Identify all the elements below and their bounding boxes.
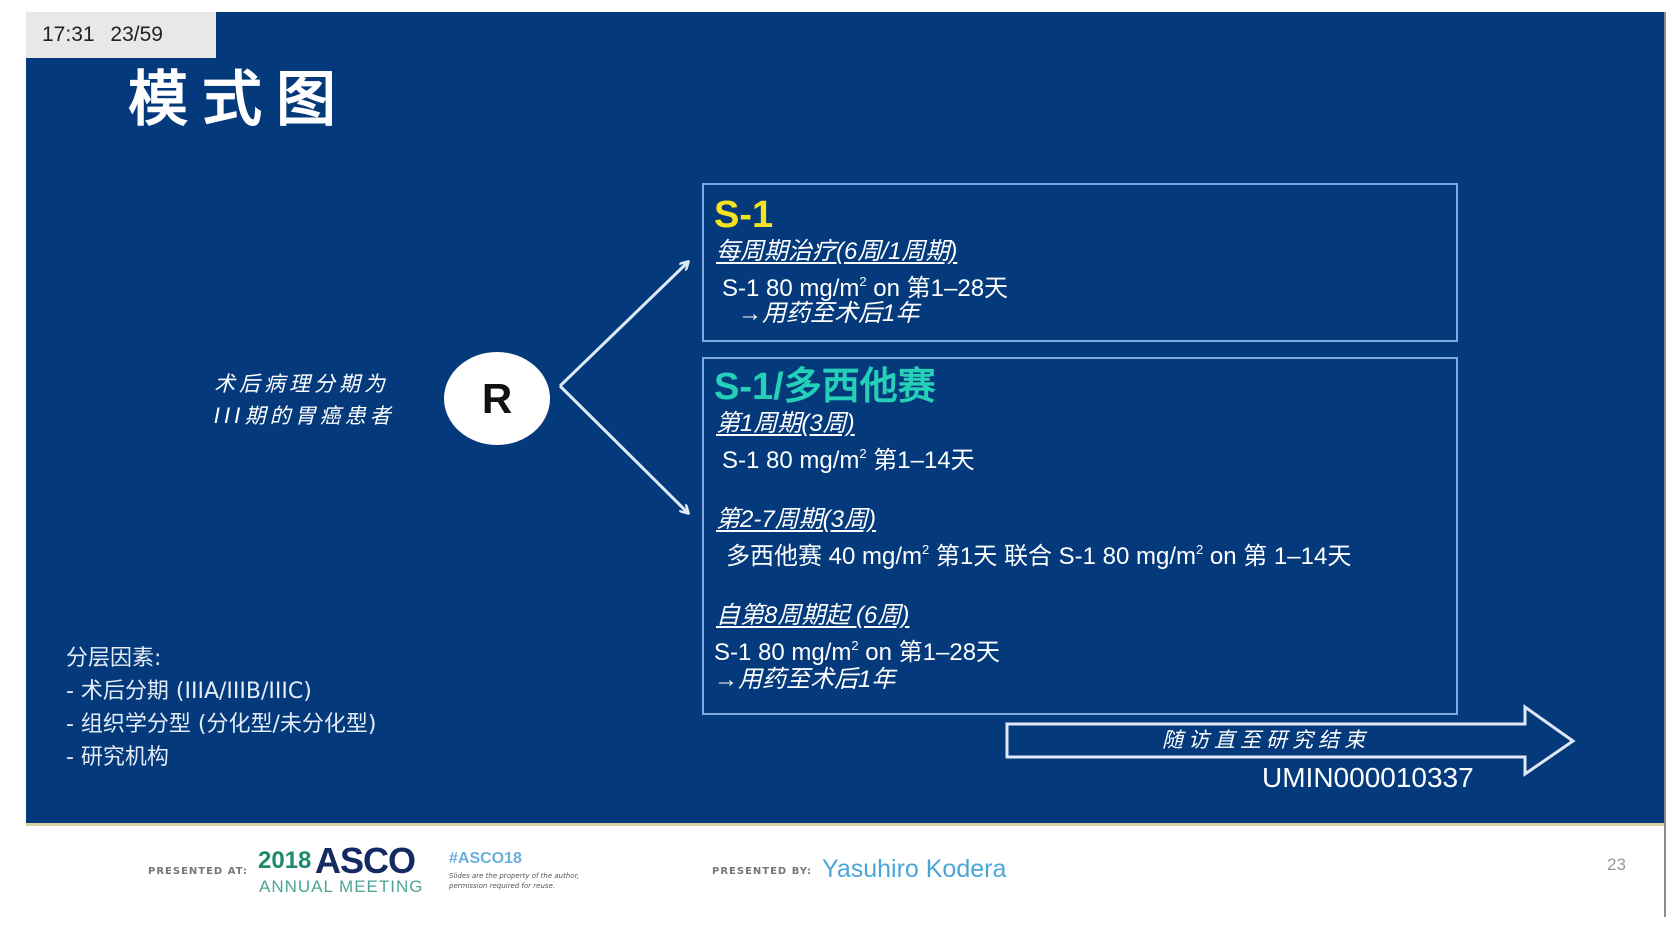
- stratification-item: - 研究机构: [66, 745, 169, 770]
- s1-arm-schedule: 每周期治疗(6周/1周期): [716, 238, 958, 265]
- slide-title: 模式图: [128, 65, 350, 135]
- meeting-hashtag: #ASCO18: [449, 850, 522, 867]
- stratification-item: - 组织学分型 (分化型/未分化型): [66, 712, 377, 737]
- copyright-disclaimer: Slides are the property of the author, p…: [449, 872, 580, 890]
- docetaxel-arm-heading: S-1/多西他赛: [714, 366, 936, 408]
- presented-at-label: PRESENTED AT:: [148, 866, 248, 877]
- s1-arm-dose: S-1 80 mg/m2 on 第1–28天: [722, 274, 1009, 302]
- cycle8-dose: S-1 80 mg/m2 on 第1–28天: [714, 638, 1001, 666]
- docetaxel-arm-box: S-1/多西他赛 第1周期(3周) S-1 80 mg/m2 第1–14天 第2…: [702, 357, 1458, 715]
- asco-logo-year: 2018: [258, 847, 312, 874]
- stratification-title: 分层因素:: [66, 646, 162, 671]
- slide-bottom-rule: [26, 823, 1664, 826]
- status-time: 17:31: [42, 23, 95, 46]
- patient-line-1: 术后病理分期为: [214, 372, 389, 396]
- follow-up-arrow-icon: [1005, 704, 1576, 777]
- cycle8-label: 自第8周期起 (6周): [716, 602, 910, 629]
- asco-logo-subtitle: ANNUAL MEETING: [259, 877, 424, 896]
- s1-arm-box: S-1 每周期治疗(6周/1周期) S-1 80 mg/m2 on 第1–28天…: [702, 183, 1458, 342]
- page-number: 23: [1607, 855, 1626, 874]
- trial-registration-id: UMIN000010337: [1262, 762, 1474, 793]
- cycle1-label: 第1周期(3周): [716, 410, 855, 437]
- patient-line-2: III期的胃癌患者: [214, 404, 395, 428]
- cycle2-7-label: 第2-7周期(3周): [716, 506, 877, 533]
- patient-population: 术后病理分期为 III期的胃癌患者: [214, 368, 395, 432]
- follow-up-label: 随访直至研究结束: [1162, 728, 1370, 752]
- arrow-to-s1-arm: [558, 262, 688, 388]
- stratification-item: - 术后分期 (IIIA/IIIB/IIIC): [66, 679, 312, 704]
- s1-arm-duration: →用药至术后1年: [738, 300, 920, 327]
- arrow-to-docetaxel-arm: [558, 384, 688, 513]
- slide-background: [26, 12, 1664, 823]
- slide-counter: 23/59: [110, 23, 163, 46]
- presented-by-label: PRESENTED BY:: [712, 866, 813, 877]
- randomization-label: R: [481, 374, 513, 422]
- stratification-factors: 分层因素: - 术后分期 (IIIA/IIIB/IIIC) - 组织学分型 (分…: [66, 642, 377, 774]
- status-bar: 17:31 23/59: [26, 12, 216, 58]
- cycle2-7-dose: 多西他赛 40 mg/m2 第1天 联合 S-1 80 mg/m2 on 第 1…: [726, 542, 1352, 570]
- randomization-circle: R: [444, 352, 550, 445]
- cycle8-duration: →用药至术后1年: [714, 666, 896, 693]
- presenter-name: Yasuhiro Kodera: [822, 855, 1007, 883]
- asco-logo: ASCO: [315, 840, 416, 881]
- s1-arm-heading: S-1: [714, 194, 774, 236]
- cycle1-dose: S-1 80 mg/m2 第1–14天: [722, 446, 975, 474]
- window-right-edge: [1664, 12, 1666, 917]
